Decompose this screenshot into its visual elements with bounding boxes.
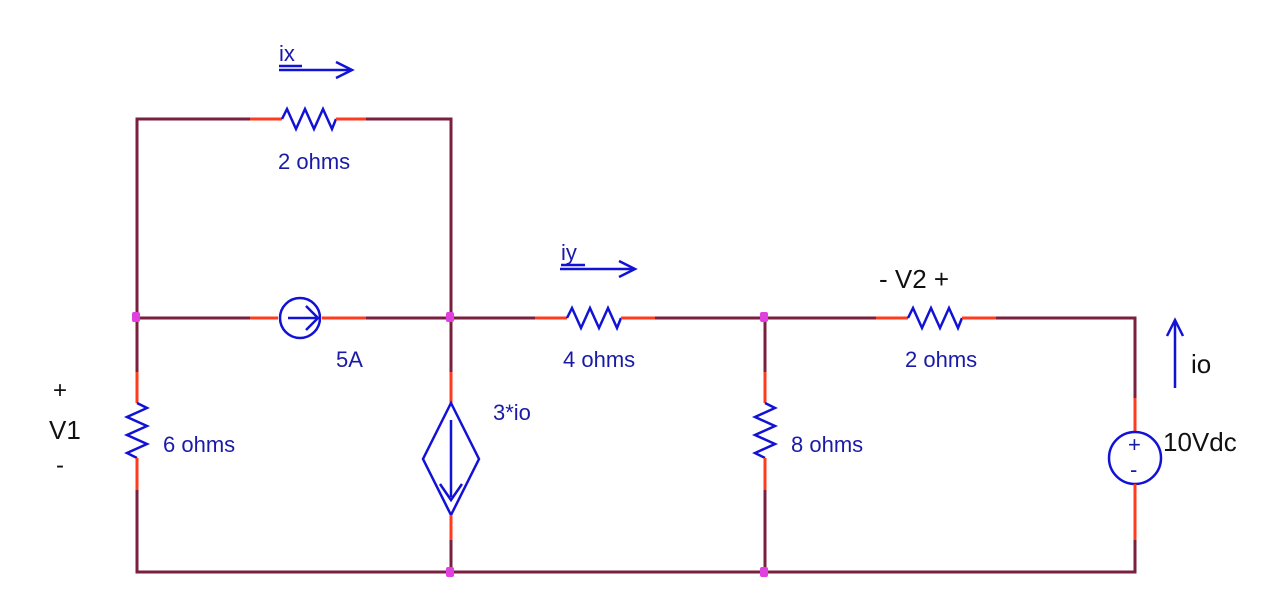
label-v1-plus: + <box>53 377 67 404</box>
label-r-v2: 2 ohms <box>905 347 977 372</box>
label-5a: 5A <box>336 347 363 372</box>
dependent-current-source <box>421 372 481 540</box>
label-v2: - V2 + <box>879 264 949 294</box>
label-io: io <box>1191 349 1211 379</box>
node-center-mid <box>446 312 454 322</box>
wire-top-loop <box>135 117 252 320</box>
ix-arrow <box>279 60 355 80</box>
node-center-bottom <box>446 567 454 577</box>
wires <box>135 117 1137 574</box>
label-r-4: 4 ohms <box>563 347 635 372</box>
resistor-top-2-ohms <box>250 105 366 133</box>
label-v1: V1 <box>49 415 81 445</box>
resistor-4-ohms <box>535 304 655 332</box>
io-arrow <box>1165 317 1185 388</box>
wire-mid-far-right <box>994 316 1137 400</box>
vs-minus-sign: - <box>1130 457 1137 482</box>
label-iy: iy <box>561 240 577 265</box>
resistor-6-ohms <box>123 372 151 490</box>
label-dep-source: 3*io <box>493 400 531 425</box>
node-right-mid <box>760 312 768 322</box>
voltage-source-10vdc <box>1107 398 1163 540</box>
node-left-mid <box>132 312 140 322</box>
label-r-top: 2 ohms <box>278 149 350 174</box>
label-r-6: 6 ohms <box>163 432 235 457</box>
wire-top-right <box>364 117 453 320</box>
iy-arrow <box>560 259 638 279</box>
label-v1-minus: - <box>56 452 64 479</box>
label-r-8: 8 ohms <box>791 432 863 457</box>
nodes <box>132 312 768 577</box>
vs-plus-sign: + <box>1128 432 1141 457</box>
resistor-8-ohms <box>751 372 779 490</box>
resistor-v2-2-ohms <box>876 304 996 332</box>
node-right-bottom <box>760 567 768 577</box>
label-ix: ix <box>279 41 295 66</box>
label-10vdc: 10Vdc <box>1163 427 1237 457</box>
current-source-5a <box>250 296 366 340</box>
